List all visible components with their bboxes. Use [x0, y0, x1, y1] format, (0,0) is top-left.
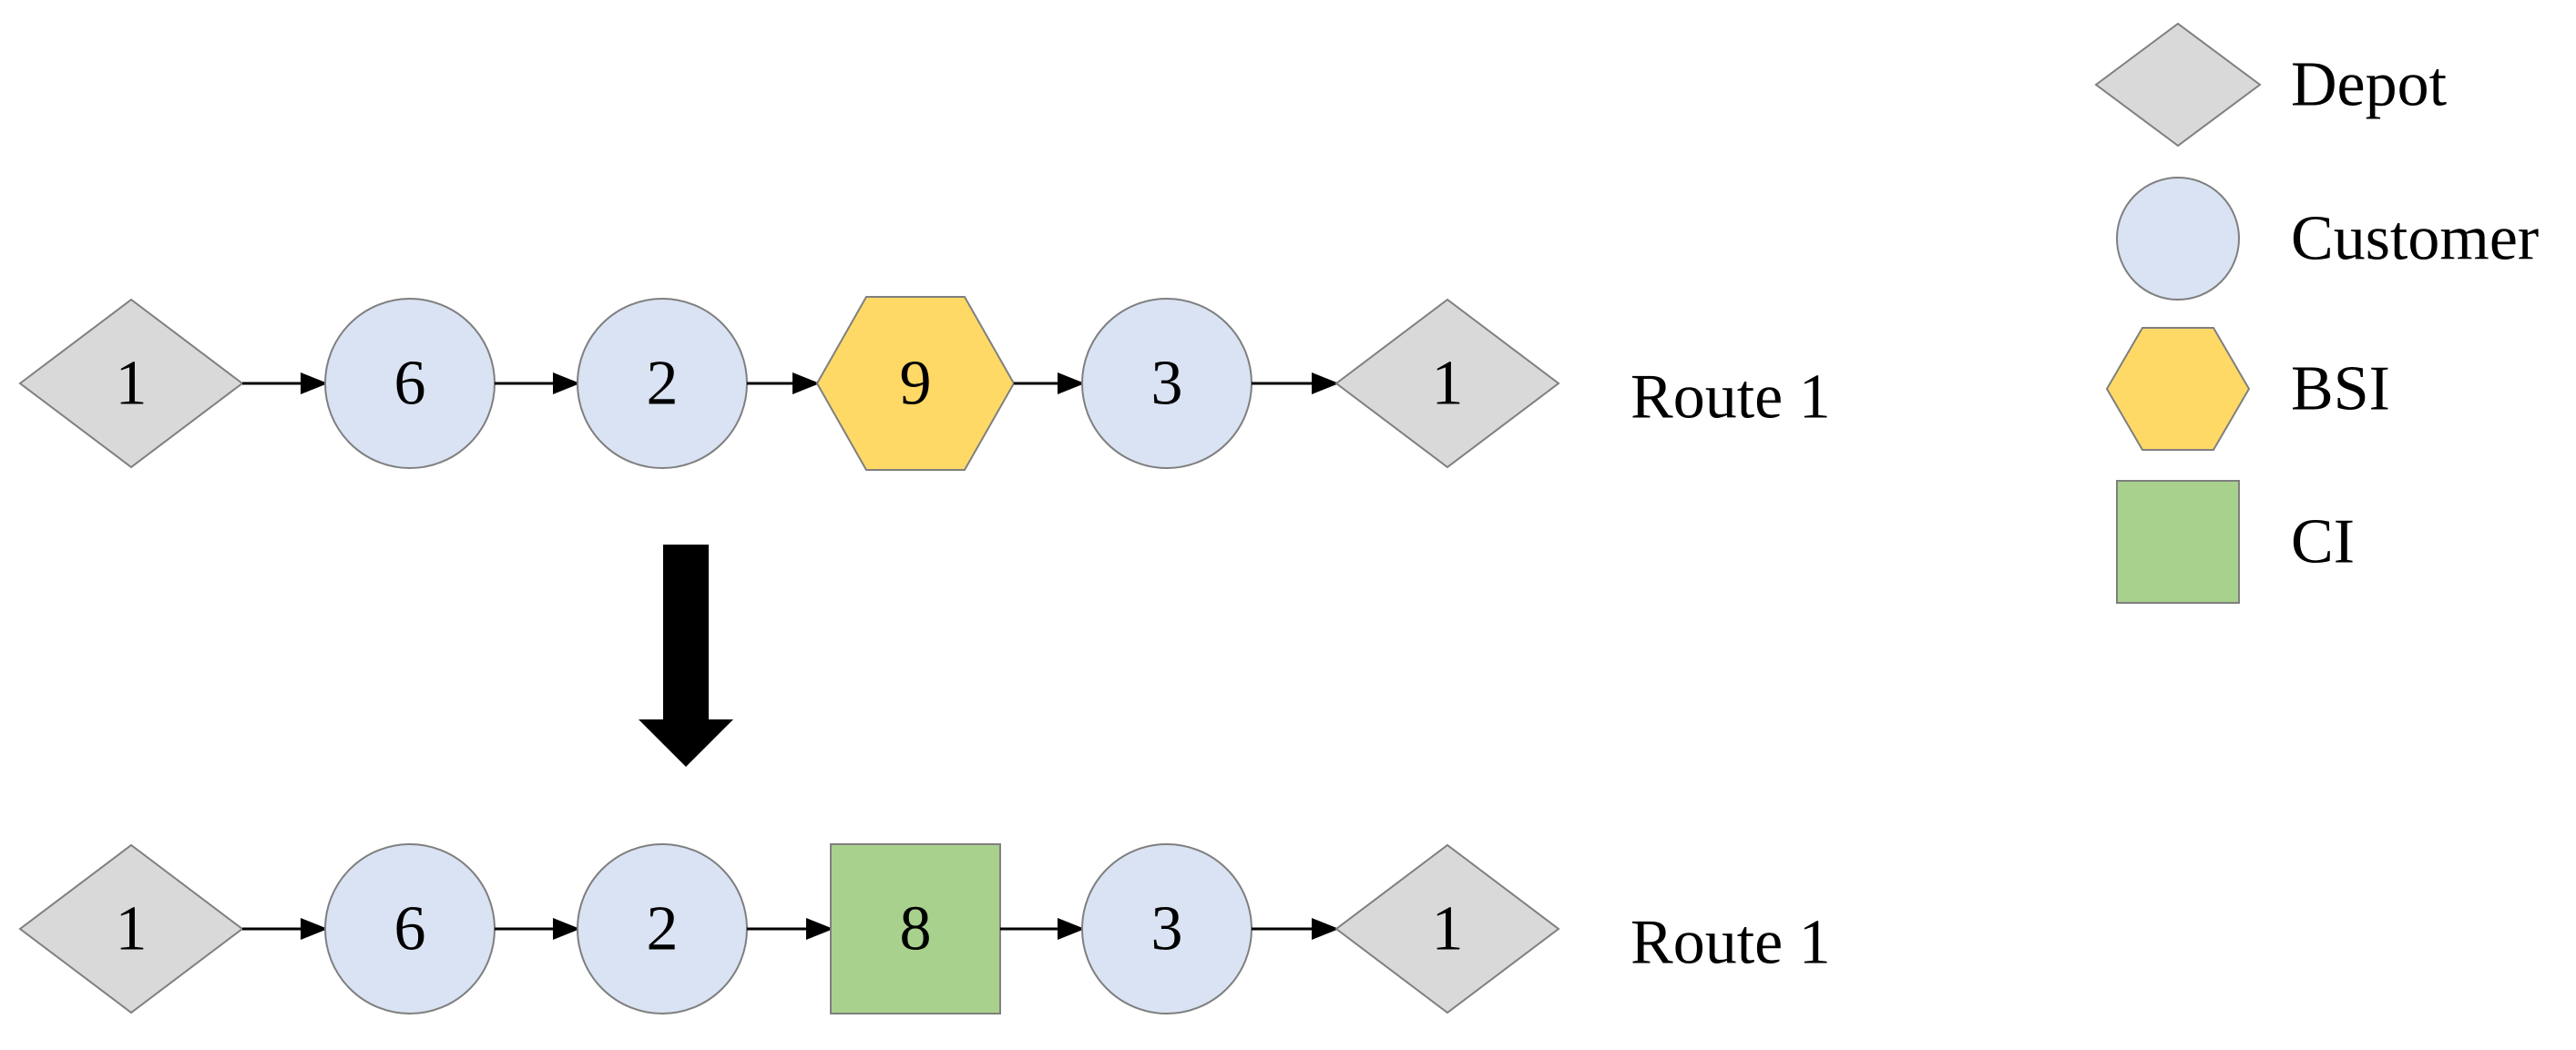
depot-shape	[1334, 298, 1560, 469]
depot-node: 1	[1334, 843, 1560, 1014]
node-id-label: 1	[1432, 894, 1464, 964]
bsi-node: 9	[815, 296, 1016, 471]
route-label: Route 1	[1630, 908, 1831, 978]
legend-customer-swatch	[2116, 177, 2240, 301]
node-id-label: 6	[394, 349, 426, 419]
node-id-label: 8	[900, 894, 932, 964]
customer-node: 6	[324, 298, 496, 469]
customer-node: 2	[577, 843, 748, 1014]
legend-ci-swatch	[2116, 480, 2240, 604]
node-id-label: 1	[1432, 349, 1464, 419]
route-row: 1 6 2 9 3 1 Route 1	[18, 296, 1831, 471]
node-id-label: 9	[900, 349, 932, 419]
customer-node: 3	[1081, 298, 1252, 469]
customer-node: 2	[577, 298, 748, 469]
route-row: 1 6 2 8 3 1 Route 1	[18, 843, 1831, 1014]
legend-item-depot: Depot	[2094, 22, 2448, 148]
legend-label: BSI	[2291, 354, 2390, 424]
depot-node: 1	[1334, 298, 1560, 469]
legend-label: CI	[2291, 507, 2355, 577]
legend-depot-swatch	[2094, 22, 2262, 148]
customer-node: 3	[1081, 843, 1252, 1014]
depot-node: 1	[18, 843, 244, 1014]
node-id-label: 1	[116, 349, 148, 419]
depot-shape	[1334, 843, 1560, 1014]
depot-node: 1	[18, 298, 244, 469]
legend-item-customer: Customer	[2116, 177, 2539, 301]
transition-arrow	[639, 545, 733, 767]
route-label: Route 1	[1630, 362, 1831, 433]
legend-item-ci: CI	[2116, 480, 2355, 604]
node-id-label: 6	[394, 894, 426, 964]
legend-item-bsi: BSI	[2105, 327, 2390, 451]
legend-bsi-swatch	[2105, 327, 2251, 451]
node-id-label: 2	[647, 349, 679, 419]
node-id-label: 3	[1151, 349, 1183, 419]
ci-node: 8	[830, 843, 1001, 1014]
node-id-label: 2	[647, 894, 679, 964]
legend-label: Depot	[2291, 50, 2448, 120]
ci-shape	[830, 843, 1001, 1014]
transition	[639, 545, 733, 767]
node-id-label: 3	[1151, 894, 1183, 964]
node-id-label: 1	[116, 894, 148, 964]
customer-node: 6	[324, 843, 496, 1014]
legend-label: Customer	[2291, 204, 2539, 274]
